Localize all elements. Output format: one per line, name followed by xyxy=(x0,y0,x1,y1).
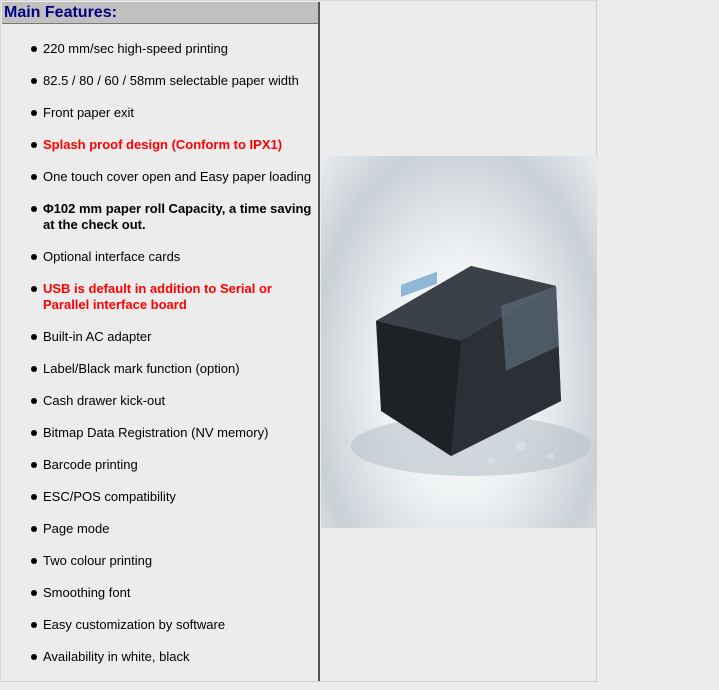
image-column xyxy=(321,2,597,681)
feature-item: Bitmap Data Registration (NV memory) xyxy=(2,425,318,441)
feature-item: Splash proof design (Conform to IPX1) xyxy=(2,137,318,153)
feature-item: 82.5 / 80 / 60 / 58mm selectable paper w… xyxy=(2,73,318,89)
feature-item: Label/Black mark function (option) xyxy=(2,361,318,377)
feature-item: Front paper exit xyxy=(2,105,318,121)
feature-item: Barcode printing xyxy=(2,457,318,473)
feature-item: ESC/POS compatibility xyxy=(2,489,318,505)
feature-item: Page mode xyxy=(2,521,318,537)
features-table: Main Features: 220 mm/sec high-speed pri… xyxy=(0,0,597,682)
features-column: Main Features: 220 mm/sec high-speed pri… xyxy=(2,2,320,681)
section-title: Main Features: xyxy=(2,2,318,24)
feature-item: Optional interface cards xyxy=(2,249,318,265)
feature-item: 220 mm/sec high-speed printing xyxy=(2,41,318,57)
feature-item: Two colour printing xyxy=(2,553,318,569)
feature-item: Cash drawer kick-out xyxy=(2,393,318,409)
feature-item: Φ102 mm paper roll Capacity, a time savi… xyxy=(2,201,318,233)
feature-item: Easy customization by software xyxy=(2,617,318,633)
feature-item: One touch cover open and Easy paper load… xyxy=(2,169,318,185)
feature-item: USB is default in addition to Serial or … xyxy=(2,281,318,313)
printer-image xyxy=(339,266,591,476)
printer-photo xyxy=(321,156,597,528)
feature-list: 220 mm/sec high-speed printing 82.5 / 80 … xyxy=(2,41,318,681)
feature-item: Availability in white, black xyxy=(2,649,318,665)
feature-item: Built-in AC adapter xyxy=(2,329,318,345)
feature-item: Smoothing font xyxy=(2,585,318,601)
